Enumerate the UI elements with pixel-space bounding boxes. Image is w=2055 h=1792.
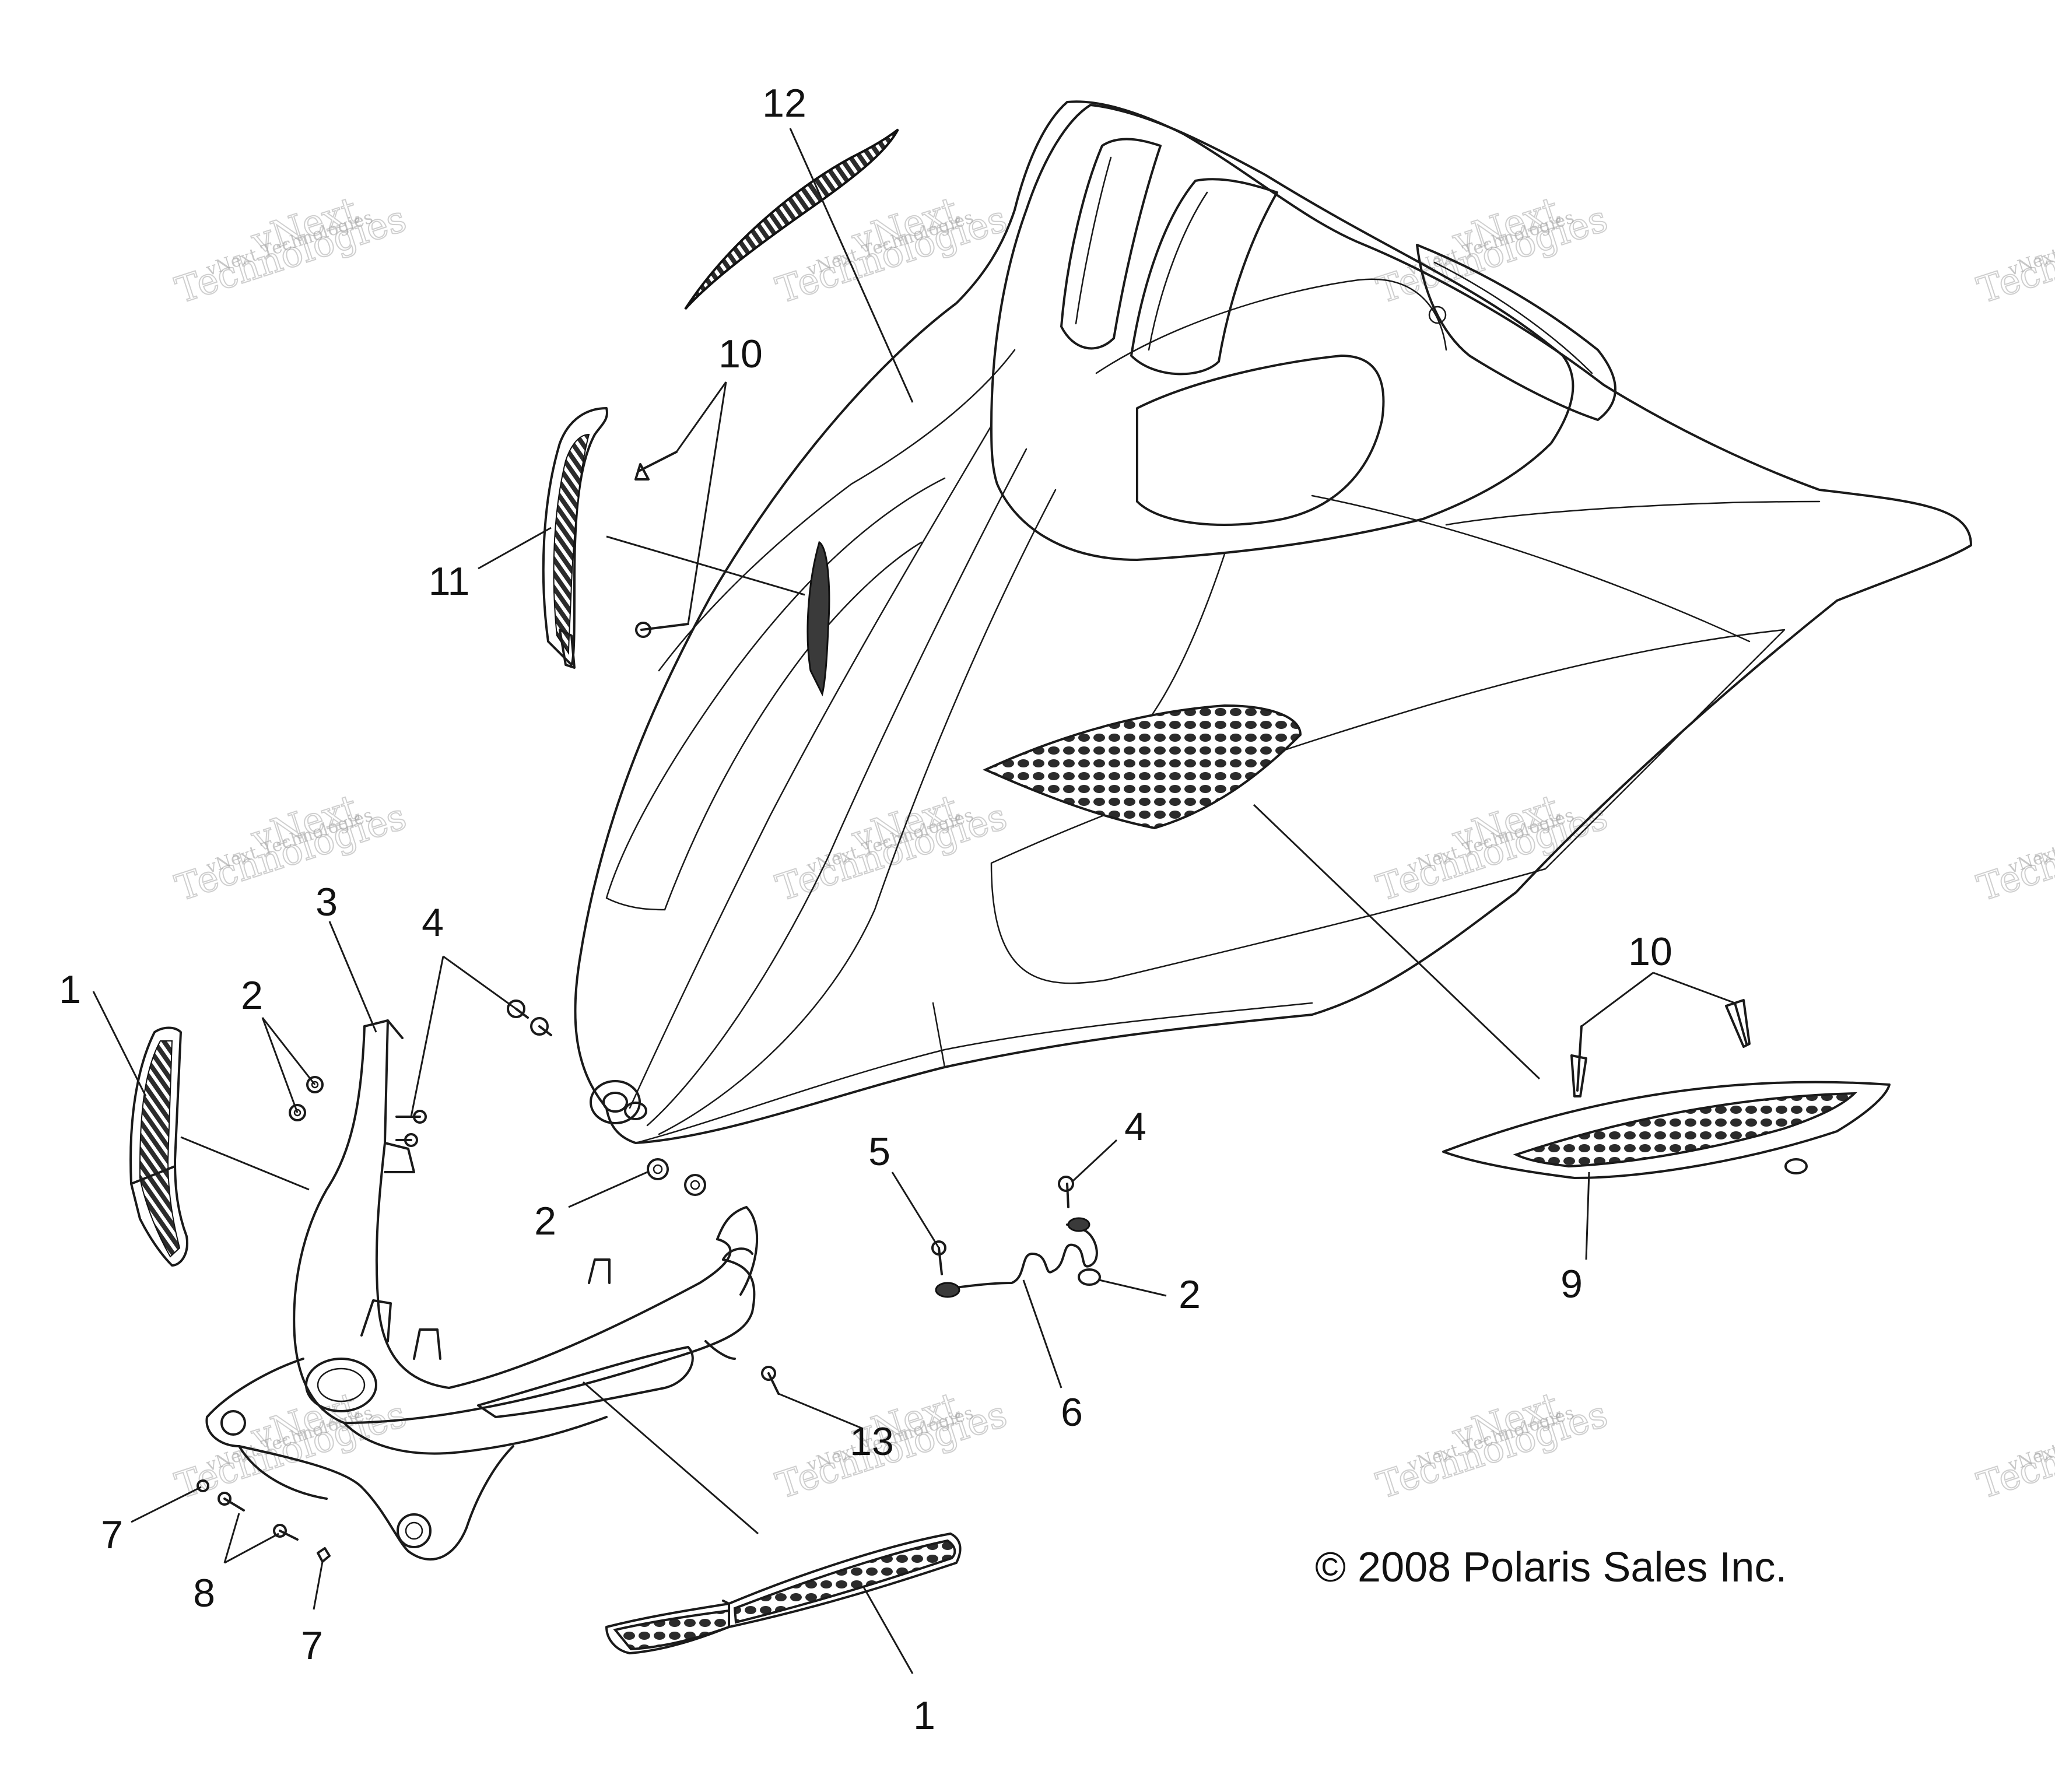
- cowl-outline: [990, 104, 1574, 561]
- callout-1-left: 1: [59, 967, 81, 1012]
- rivet: [634, 451, 678, 481]
- watermark: Technologies vNext Technologies: [1972, 1392, 2055, 1507]
- watermark: Technologies vNext Technologies: [1972, 794, 2055, 910]
- watermark: Technologies vNext Technologies vNext: [770, 785, 1012, 910]
- watermark: Technologies vNext Technologies vNext: [1371, 188, 1613, 312]
- nut: [647, 1158, 669, 1180]
- rivet: [1570, 1025, 1587, 1097]
- callout-2-left: 2: [241, 973, 263, 1018]
- hood-assembly: [574, 100, 1972, 1144]
- side-vent-grille: [1442, 1081, 1891, 1179]
- callout-12: 12: [762, 81, 806, 125]
- callout-4-upper: 4: [422, 900, 444, 945]
- callout-8: 8: [193, 1571, 215, 1615]
- air-scoop-right: [1130, 178, 1278, 376]
- nut: [197, 1479, 209, 1492]
- rivet: [1725, 999, 1751, 1048]
- watermark: Technologies vNext Technologies: [1972, 197, 2055, 312]
- callout-9: 9: [1560, 1262, 1583, 1306]
- callout-3: 3: [315, 880, 338, 924]
- watermark: Technologies vNext Technologies vNext: [1371, 1383, 1613, 1507]
- screw: [507, 1000, 529, 1019]
- callout-1-lower: 1: [913, 1693, 935, 1738]
- callout-13: 13: [850, 1419, 894, 1464]
- screw: [530, 1017, 552, 1036]
- callout-11: 11: [429, 559, 470, 604]
- callout-labels: 12 10 11 3 4 1 2 2 10 5 4 2 9 6 13 7 8 7…: [59, 81, 1672, 1738]
- front-bumper-assembly: [205, 1019, 759, 1561]
- callout-10-upper: 10: [718, 332, 763, 376]
- air-scoop-left: [1060, 138, 1162, 350]
- watermark: Technologies vNext Technologies vNext: [170, 785, 412, 910]
- side-grille-left: [129, 1026, 188, 1267]
- hood-side-slot: [806, 541, 830, 697]
- windshield-trim-strip: [684, 128, 899, 310]
- callout-10-lower: 10: [1628, 930, 1672, 974]
- nut: [289, 1104, 306, 1121]
- callout-7-left: 7: [101, 1513, 123, 1557]
- bolt: [273, 1524, 299, 1541]
- bolt: [218, 1492, 245, 1512]
- screw: [395, 1133, 418, 1147]
- callout-6: 6: [1061, 1390, 1083, 1435]
- rivet: [635, 622, 689, 638]
- side-trim-panel: [542, 407, 608, 669]
- nut: [317, 1547, 331, 1563]
- nut: [684, 1174, 706, 1196]
- leader-lines: [92, 128, 1735, 1674]
- watermark-layer: Technologies vNext Technologies vNext Te…: [170, 188, 2055, 1507]
- nut: [306, 1076, 324, 1093]
- watermark: Technologies vNext Technologies vNext: [170, 188, 412, 312]
- copyright-notice: © 2008 Polaris Sales Inc.: [1315, 1544, 1787, 1591]
- callout-7-right: 7: [301, 1623, 323, 1668]
- rivets-upper: [634, 451, 689, 638]
- watermark: Technologies vNext Technologies vNext: [1371, 785, 1613, 910]
- callout-2-harness: 2: [1179, 1272, 1201, 1317]
- screw: [761, 1366, 780, 1395]
- hood-outline: [574, 100, 1972, 1144]
- rivets-lower: [1570, 999, 1751, 1097]
- callout-2-center: 2: [534, 1199, 556, 1243]
- callout-4-harness: 4: [1124, 1104, 1146, 1149]
- hood-vent-grille: [983, 704, 1302, 830]
- screw: [395, 1110, 427, 1124]
- nut: [1078, 1268, 1101, 1286]
- screw: [1058, 1176, 1074, 1208]
- callout-5: 5: [868, 1130, 890, 1174]
- screw: [931, 1240, 946, 1275]
- fasteners: [197, 1000, 1101, 1563]
- wire-harness: [935, 1217, 1098, 1298]
- lower-grille: [605, 1533, 962, 1654]
- bumper-upright: [363, 1019, 732, 1389]
